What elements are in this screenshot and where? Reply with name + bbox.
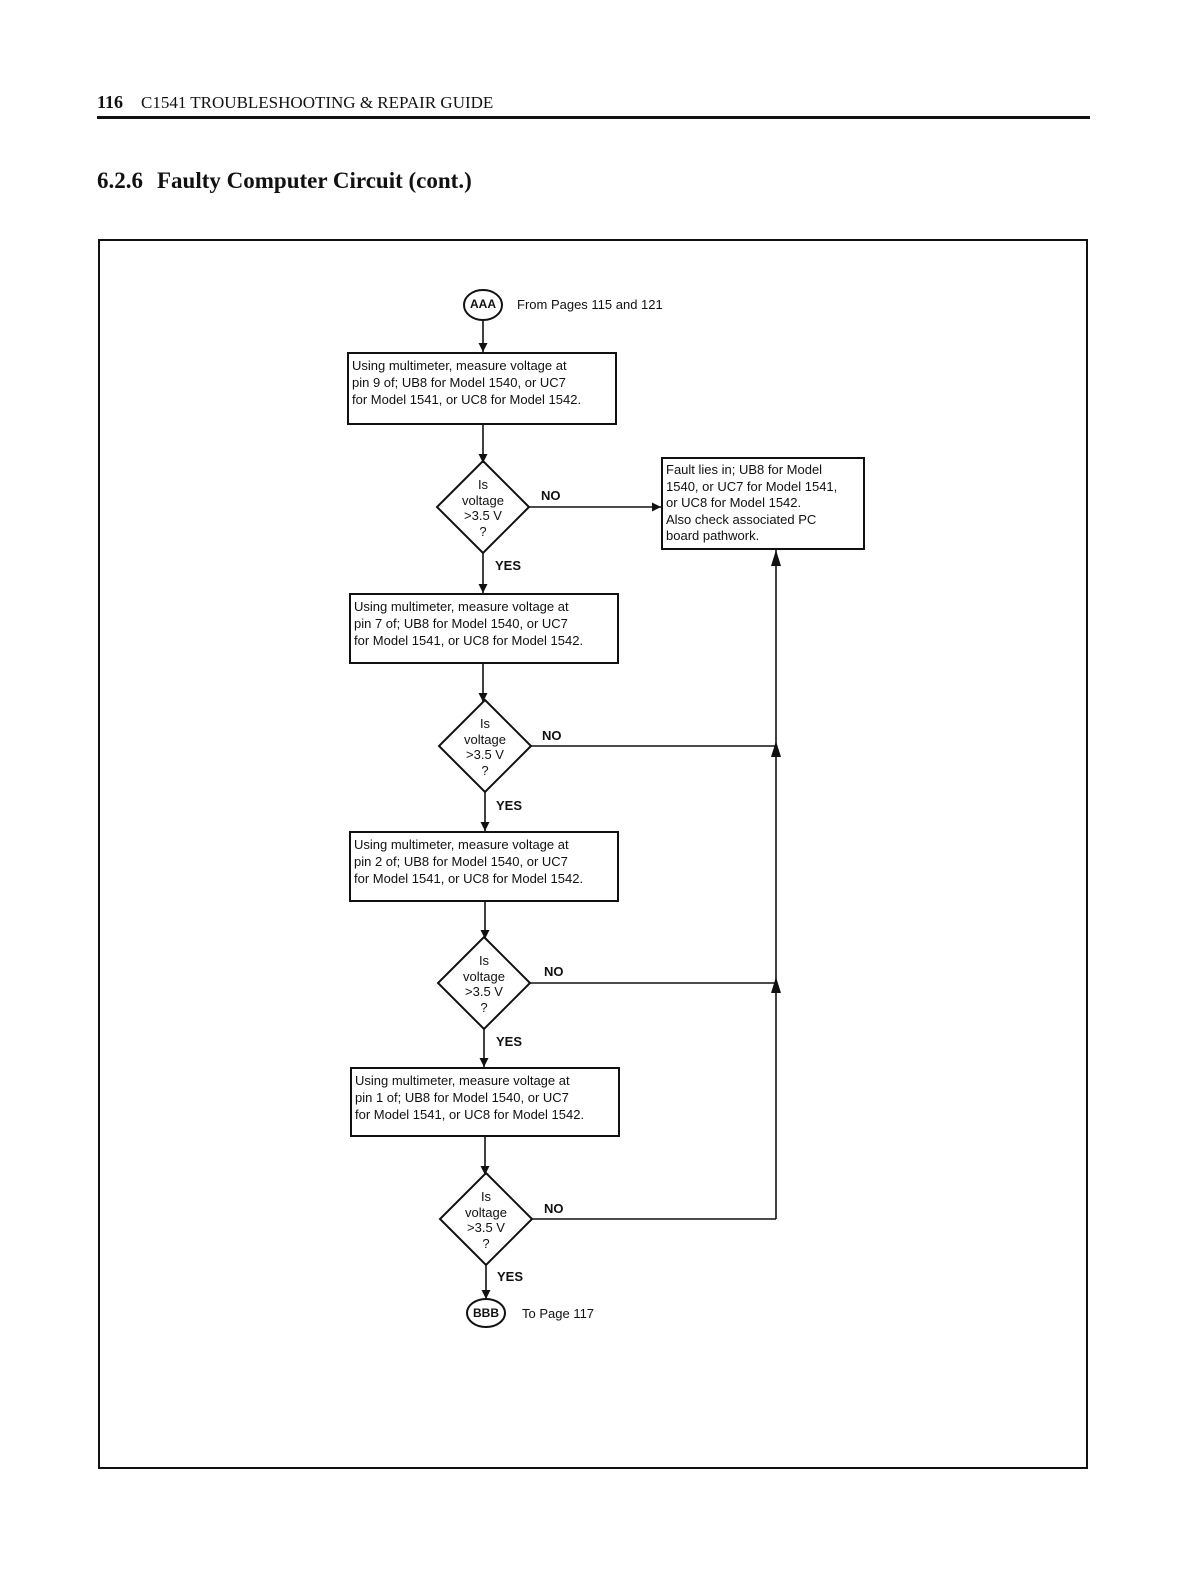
no-label-1: NO — [541, 488, 561, 503]
section-number: 6.2.6 — [97, 168, 143, 193]
no-label-3: NO — [544, 964, 564, 979]
yes-label-1: YES — [495, 558, 522, 573]
decision-text-4: Is voltage >3.5 V ? — [441, 1189, 531, 1251]
decision-text-2: Is voltage >3.5 V ? — [440, 716, 530, 778]
step-line: Using multimeter, measure voltage at — [354, 599, 569, 614]
step-line: for Model 1541, or UC8 for Model 1542. — [354, 633, 584, 648]
step-line: pin 9 of; UB8 for Model 1540, or UC7 — [352, 375, 566, 390]
end-connector-shape — [466, 1298, 506, 1328]
step-line: Using multimeter, measure voltage at — [355, 1073, 570, 1088]
decision-line: Is — [477, 477, 489, 492]
decision-line: ? — [482, 1235, 490, 1251]
decision-line: voltage — [463, 968, 505, 984]
step-line: pin 1 of; UB8 for Model 1540, or UC7 — [355, 1090, 569, 1105]
fault-line: Fault lies in; UB8 for Model — [666, 462, 823, 477]
step-box-3: Using multimeter, measure voltage at pin… — [349, 831, 619, 902]
section-title-text: Faulty Computer Circuit (cont.) — [157, 168, 472, 193]
decision-line: Is — [479, 716, 491, 731]
step-line: Using multimeter, measure voltage at — [352, 358, 567, 373]
page-number: 116 — [97, 92, 124, 112]
yes-label-4: YES — [497, 1269, 524, 1284]
section-title: 6.2.6 Faulty Computer Circuit (cont.) — [97, 168, 472, 194]
fault-line: Also check associated PC — [666, 511, 817, 527]
step-line: Using multimeter, measure voltage at — [354, 837, 569, 852]
decision-line: >3.5 V — [464, 508, 502, 523]
yes-label-3: YES — [496, 1034, 523, 1049]
header-rule — [97, 116, 1090, 119]
decision-line: voltage — [462, 492, 504, 508]
decision-line: ? — [481, 762, 489, 778]
fault-line: board pathwork. — [666, 528, 760, 543]
decision-line: >3.5 V — [465, 984, 503, 999]
step-line: pin 7 of; UB8 for Model 1540, or UC7 — [354, 616, 568, 631]
decision-line: >3.5 V — [467, 1220, 505, 1235]
end-connector-label: BBB — [473, 1306, 499, 1320]
start-connector-label: AAA — [470, 297, 496, 311]
step-line: for Model 1541, or UC8 for Model 1542. — [355, 1107, 585, 1122]
decision-text-1: Is voltage >3.5 V ? — [438, 477, 528, 539]
arrowhead — [771, 977, 781, 993]
decision-line: voltage — [464, 731, 506, 747]
no-label-4: NO — [544, 1201, 564, 1216]
figure-frame — [98, 239, 1088, 1469]
decision-line: >3.5 V — [466, 747, 504, 762]
arrowhead — [771, 550, 781, 566]
fault-box: Fault lies in; UB8 for Model 1540, or UC… — [661, 457, 865, 550]
no-label-2: NO — [542, 728, 562, 743]
decision-line: ? — [480, 999, 488, 1015]
step-line: pin 2 of; UB8 for Model 1540, or UC7 — [354, 854, 568, 869]
yes-label-2: YES — [496, 798, 523, 813]
step-box-2: Using multimeter, measure voltage at pin… — [349, 593, 619, 664]
start-connector-text: From Pages 115 and 121 — [517, 297, 663, 312]
step-line: for Model 1541, or UC8 for Model 1542. — [352, 392, 582, 407]
decision-line: Is — [480, 1189, 492, 1204]
decision-line: Is — [478, 953, 490, 968]
fault-line: 1540, or UC7 for Model 1541, — [666, 478, 838, 494]
end-connector-text: To Page 117 — [522, 1306, 595, 1321]
decision-text-3: Is voltage >3.5 V ? — [439, 953, 529, 1015]
step-box-4: Using multimeter, measure voltage at pin… — [350, 1067, 620, 1137]
running-head: 116 C1541 TROUBLESHOOTING & REPAIR GUIDE — [97, 92, 1090, 116]
step-box-1: Using multimeter, measure voltage at pin… — [347, 352, 617, 425]
fault-line: or UC8 for Model 1542. — [666, 495, 802, 510]
decision-line: ? — [479, 523, 487, 539]
arrowhead — [771, 741, 781, 757]
step-line: for Model 1541, or UC8 for Model 1542. — [354, 871, 584, 886]
running-title: C1541 TROUBLESHOOTING & REPAIR GUIDE — [141, 93, 494, 112]
decision-line: voltage — [465, 1204, 507, 1220]
